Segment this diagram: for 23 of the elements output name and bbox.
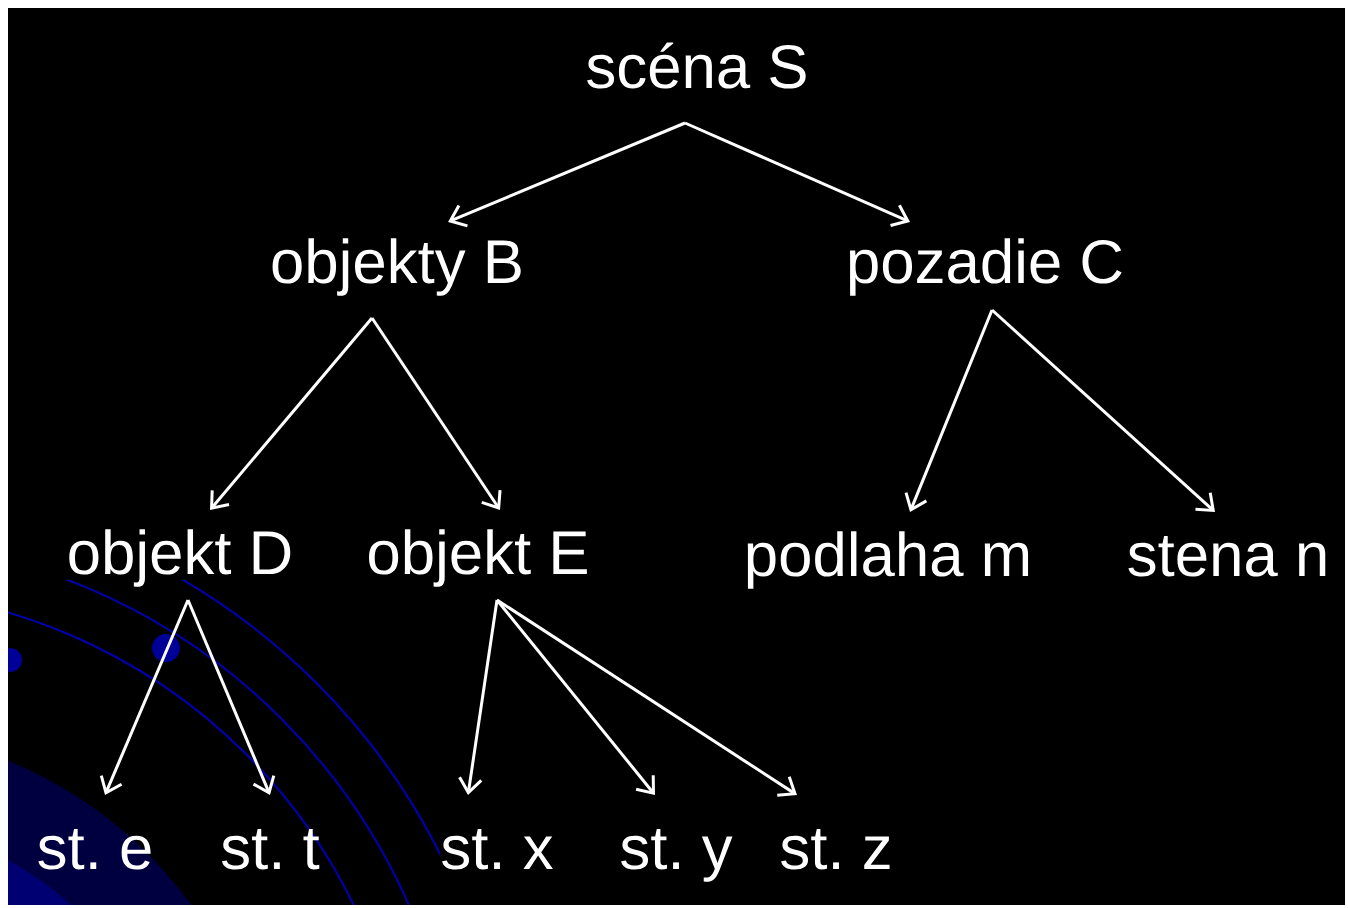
arrow [904, 309, 994, 512]
node-label: st. x [442, 829, 553, 870]
node-label: objekty B [272, 238, 521, 296]
node-label: st. z [781, 829, 890, 870]
arrow [186, 599, 276, 795]
node-label: scéna S [587, 42, 806, 89]
arrow [495, 599, 655, 795]
node-label: podlaha m [747, 531, 1029, 589]
arrow [210, 317, 374, 510]
node-label: st. y [621, 829, 733, 882]
node-label: st. e [38, 829, 151, 870]
arrow [99, 599, 190, 795]
arrow [684, 121, 910, 227]
node-label: stena n [1128, 536, 1326, 577]
arrow [448, 121, 686, 228]
arrow [991, 308, 1215, 512]
arrow [370, 317, 502, 510]
node-label: st. t [221, 829, 320, 870]
node-label: objekt E [369, 529, 587, 587]
arrow [496, 598, 797, 797]
node-label: pozadie C [849, 238, 1122, 296]
node-label: objekt D [69, 529, 291, 587]
arrow [458, 599, 499, 795]
